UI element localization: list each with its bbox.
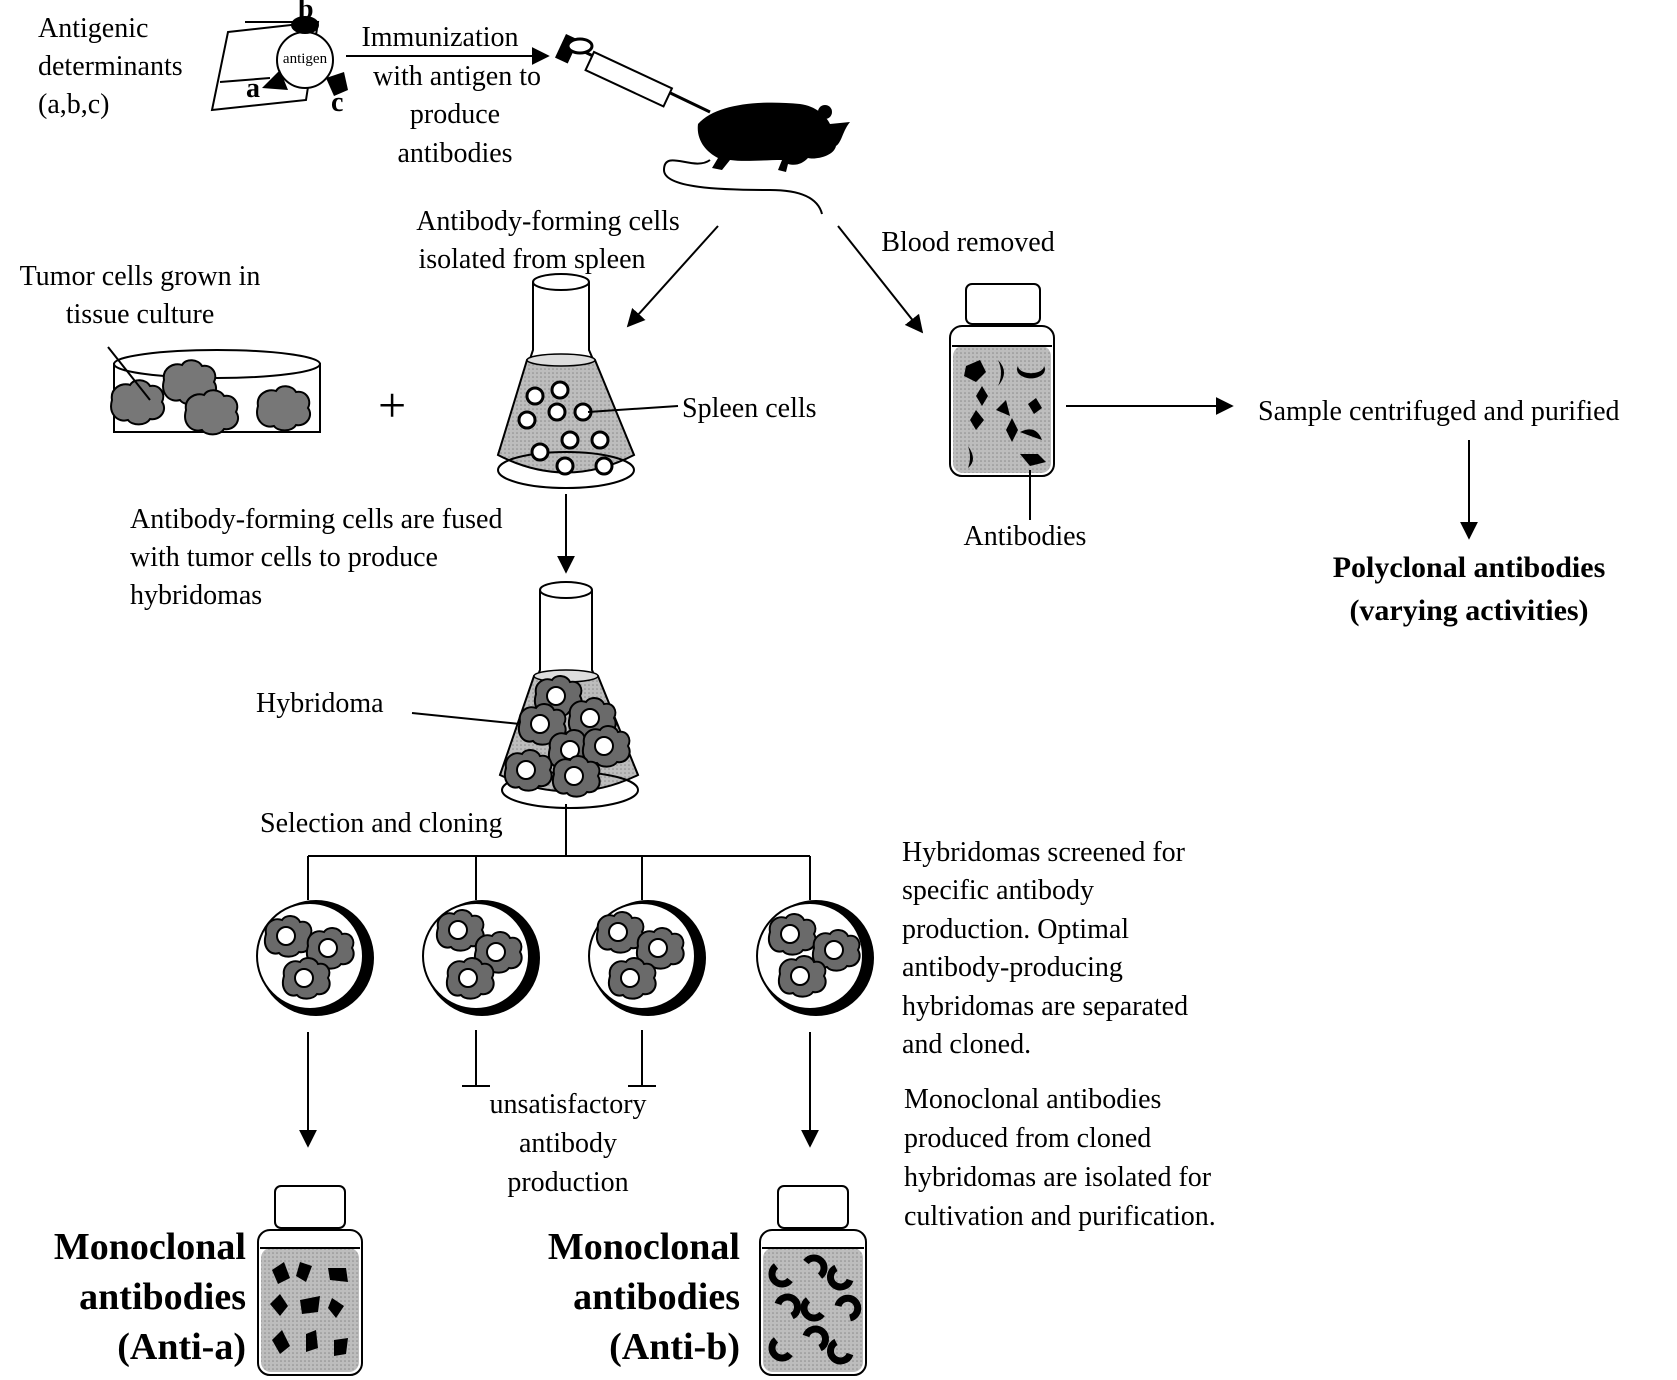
isolation-label-1: Monoclonal antibodies <box>904 1084 1161 1115</box>
selection-tree <box>307 804 811 900</box>
mono-b-title-2: antibodies <box>573 1276 740 1318</box>
clone-plate-2 <box>422 899 541 1017</box>
site-b-label: b <box>298 0 314 25</box>
anti-b-bottle <box>759 1185 867 1376</box>
determinant-a-shape <box>262 70 288 90</box>
site-c-label: c <box>331 87 343 118</box>
polyclonal-title-1: Polyclonal antibodies <box>1333 551 1606 584</box>
plus-sign: + <box>378 377 406 433</box>
mono-b-title-1: Monoclonal <box>548 1226 740 1268</box>
hybridoma-flask <box>498 581 640 809</box>
syringe-icon <box>555 33 711 114</box>
immunization-label-1: Immunization <box>361 22 518 53</box>
blood-bottle <box>949 283 1055 477</box>
determinants-label-2: determinants <box>38 51 183 82</box>
spleen-cells-pointer <box>587 405 679 413</box>
fusion-label-2: with tumor cells to produce <box>130 542 438 573</box>
mono-a-title-3: (Anti-a) <box>117 1326 246 1368</box>
immunization-label-3: produce <box>410 99 500 130</box>
spleen-isolation-label-1: Antibody-forming cells <box>416 206 680 237</box>
isolation-label-4: cultivation and purification. <box>904 1201 1216 1232</box>
clone-plate-3 <box>588 899 707 1017</box>
centrifuged-label: Sample centrifuged and purified <box>1258 396 1620 427</box>
determinants-label-1: Antigenic <box>38 13 148 44</box>
fusion-label-1: Antibody-forming cells are fused <box>130 504 502 535</box>
mouse-icon <box>662 102 850 215</box>
isolation-label-3: hybridomas are isolated for <box>904 1162 1212 1193</box>
unsatisfactory-label-3: production <box>507 1167 628 1198</box>
antigen-center-label: antigen <box>283 51 328 67</box>
blood-removed-label: Blood removed <box>881 227 1054 258</box>
site-a-label: a <box>246 73 260 104</box>
mono-a-title-2: antibodies <box>79 1276 246 1318</box>
mono-a-title-1: Monoclonal <box>54 1226 246 1268</box>
screening-label-2: specific antibody <box>902 875 1094 906</box>
hybridoma-label: Hybridoma <box>256 688 384 719</box>
tumor-cells-label-2: tissue culture <box>66 299 215 330</box>
tumor-culture-dish <box>110 349 321 436</box>
determinant-c-shape <box>326 72 348 96</box>
isolation-label-2: produced from cloned <box>904 1123 1151 1154</box>
screening-label-3: production. Optimal <box>902 914 1129 945</box>
clone-plate-4 <box>756 899 875 1017</box>
immunization-label-2: with antigen to <box>373 61 541 92</box>
tumor-cells-label-1: Tumor cells grown in <box>20 261 261 292</box>
screening-label-4: antibody-producing <box>902 952 1123 983</box>
blood-arrow <box>837 225 924 334</box>
mono-b-title-3: (Anti-b) <box>609 1326 740 1368</box>
spleen-isolation-label-2: isolated from spleen <box>418 244 645 275</box>
hybridoma-pointer <box>411 712 521 725</box>
selection-label: Selection and cloning <box>260 808 503 839</box>
determinants-label-3: (a,b,c) <box>38 89 110 120</box>
polyclonal-title-2: (varying activities) <box>1349 594 1588 627</box>
spleen-arrow <box>626 225 719 328</box>
spleen-cells-flask <box>496 273 636 489</box>
screening-label-5: hybridomas are separated <box>902 991 1188 1022</box>
unsatisfactory-label-1: unsatisfactory <box>489 1089 646 1120</box>
screening-label-1: Hybridomas screened for <box>902 837 1186 868</box>
spleen-cells-label: Spleen cells <box>682 393 817 424</box>
antigen-illustration <box>210 16 348 112</box>
unsatisfactory-label-2: antibody <box>519 1128 617 1159</box>
tumor-pointer <box>107 346 151 401</box>
determinant-b-shape <box>291 16 319 34</box>
screening-label-6: and cloned. <box>902 1029 1031 1060</box>
anti-a-bottle <box>257 1185 363 1376</box>
fusion-label-3: hybridomas <box>130 580 262 611</box>
immunization-label-4: antibodies <box>397 138 512 169</box>
clone-plate-1 <box>256 899 375 1017</box>
antibodies-label: Antibodies <box>964 521 1087 552</box>
